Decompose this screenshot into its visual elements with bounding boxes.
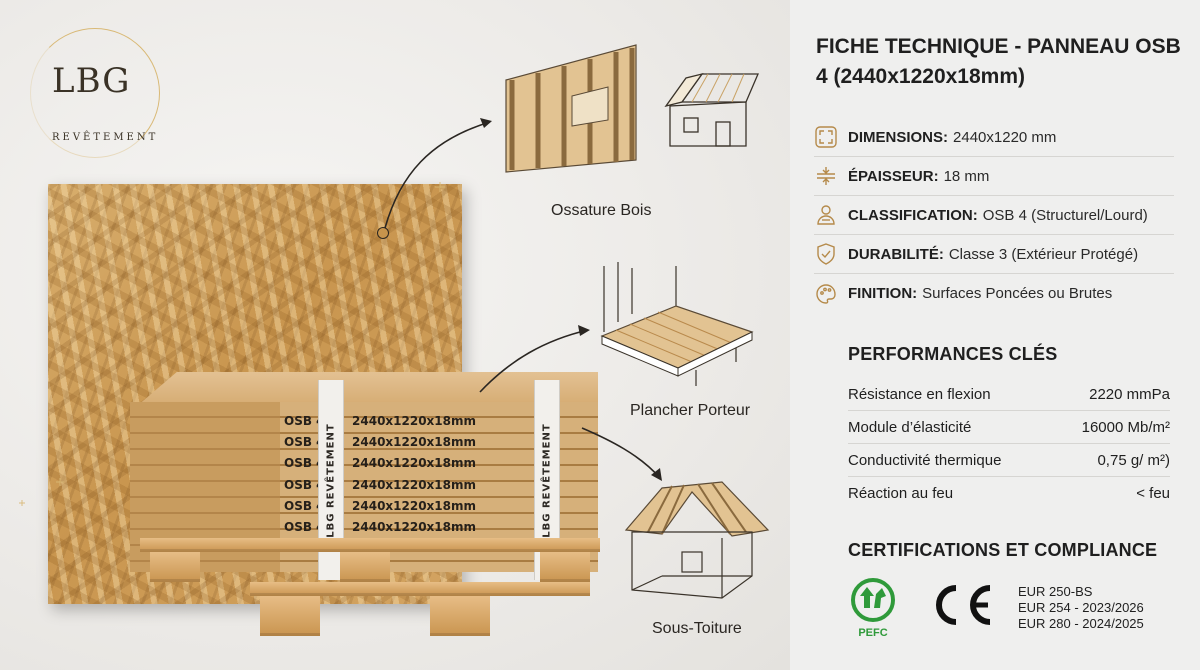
label-plancher: Plancher Porteur (630, 402, 751, 419)
spec-row-dimensions: DIMENSIONS: 2440x1220 mm (814, 118, 1174, 157)
norm-item: EUR 280 - 2024/2025 (1018, 616, 1144, 631)
stack-label: OSB 4,2440x1220x18mm (284, 434, 476, 449)
house-icon (664, 72, 759, 147)
label-sous-toiture: Sous-Toiture (652, 620, 742, 637)
logo-tagline: REVÊTEMENT (52, 132, 159, 143)
stack-label: OSB 4,2440x1220x18mm (284, 456, 476, 471)
stack-label: OSB 4,2440x1220x18mm (284, 498, 476, 513)
classification-icon (814, 203, 838, 227)
brand-logo: LBG REVÊTEMENT (30, 28, 180, 158)
table-row: Réaction au feu< feu (848, 485, 1170, 502)
product-visual: LBG REVÊTEMENT OSB 4,2440x1220x18mm OSB … (0, 0, 790, 670)
thickness-icon (814, 164, 838, 188)
pallet (140, 538, 600, 638)
norms-list: EUR 250-BS EUR 254 - 2023/2026 EUR 280 -… (1018, 584, 1144, 632)
stack-label: OSB 4,2440x1220x18mm (284, 477, 476, 492)
stack-label: OSB 4,2440x1220x18mm (284, 413, 476, 428)
wall-frame-illustration (505, 44, 637, 173)
spec-list: DIMENSIONS: 2440x1220 mm ÉPAISSEUR: 18 m… (814, 118, 1174, 313)
performance-heading: PERFORMANCES CLÉS (848, 344, 1058, 364)
svg-text:PEFC: PEFC (858, 627, 887, 639)
label-ossature: Ossature Bois (551, 202, 652, 219)
spec-row-finish: FINITION: Surfaces Poncées ou Brutes (814, 274, 1174, 313)
callout-arrows (19, 118, 662, 506)
ce-mark (936, 585, 991, 625)
norm-item: EUR 254 - 2023/2026 (1018, 600, 1144, 615)
page-title: FICHE TECHNIQUE - PANNEAU OSB 4 (2440x12… (816, 35, 1181, 88)
pefc-logo: PEFC (851, 578, 895, 639)
floor-illustration (600, 262, 754, 386)
dimensions-icon (814, 125, 838, 149)
spec-row-durability: DURABILITÉ: Classe 3 (Extérieur Protégé) (814, 235, 1174, 274)
shield-check-icon (814, 242, 838, 266)
roof-illustration (624, 481, 770, 599)
norm-item: EUR 250-BS (1018, 584, 1093, 599)
spec-panel: FICHE TECHNIQUE - PANNEAU OSB 4 (2440x12… (790, 0, 1200, 670)
logo-ring (30, 28, 160, 158)
callout-dot (377, 227, 389, 239)
spec-row-thickness: ÉPAISSEUR: 18 mm (814, 157, 1174, 196)
certifications-heading: CERTIFICATIONS ET COMPLIANCE (848, 540, 1158, 560)
logo-name: LBG (52, 61, 131, 101)
palette-icon (814, 282, 838, 306)
spec-row-classification: CLASSIFICATION: OSB 4 (Structurel/Lourd) (814, 196, 1174, 235)
stack-label: OSB 4,2440x1220x18mm (284, 520, 476, 535)
